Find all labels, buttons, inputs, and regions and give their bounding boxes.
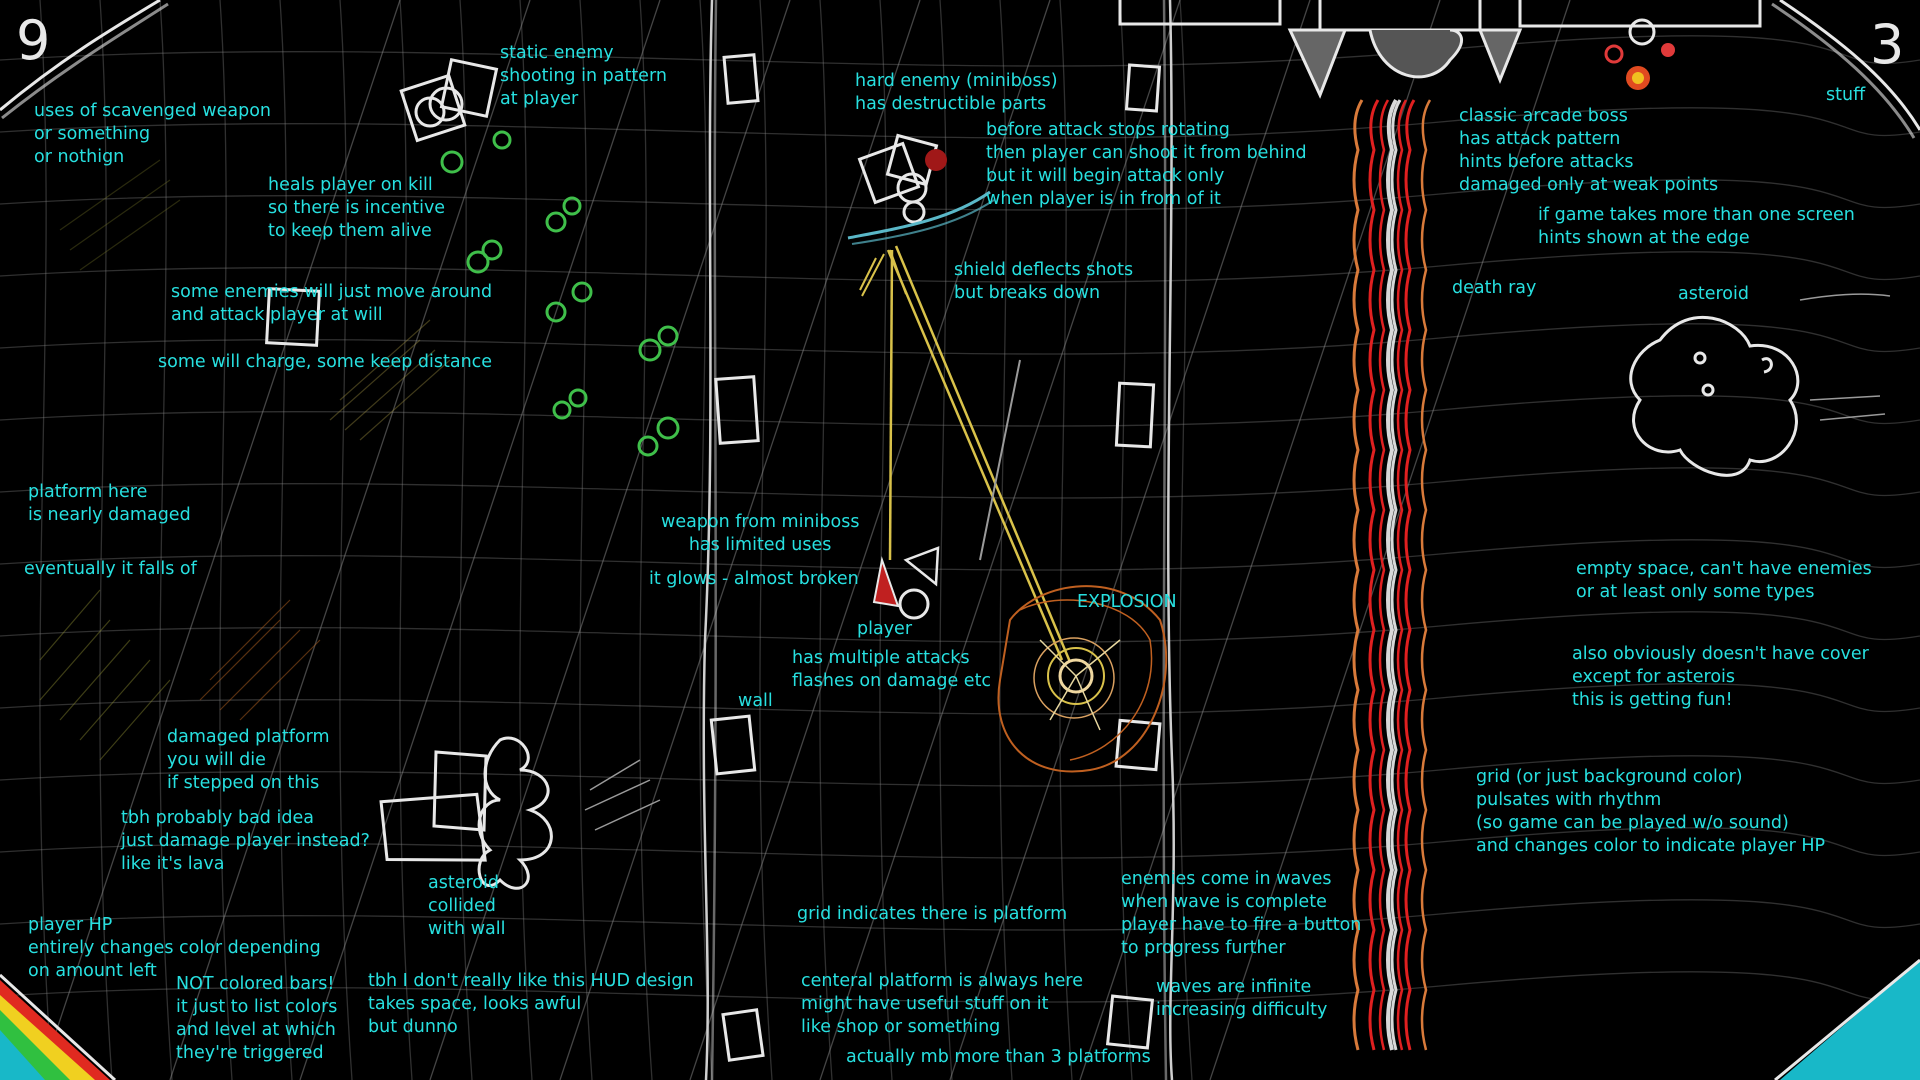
note-glows: it glows - almost broken — [649, 568, 859, 591]
death-ray-icon — [1354, 100, 1430, 1050]
note-damaged-platform: damaged platform you will die if stepped… — [167, 726, 330, 795]
note-scavenged-weapon: uses of scavenged weapon or something or… — [34, 100, 271, 169]
grid-line-v — [520, 0, 532, 1080]
note-waves: enemies come in waves when wave is compl… — [1121, 868, 1361, 960]
right-counter: 3 — [1870, 18, 1904, 72]
note-wall: wall — [738, 690, 773, 713]
green-enemy-icon — [494, 132, 510, 148]
death-ray-strand — [1370, 100, 1378, 1050]
note-hud-design: tbh I don't really like this HUD design … — [368, 970, 694, 1039]
note-shield: shield deflects shots but breaks down — [954, 259, 1133, 305]
left-counter: 9 — [16, 14, 50, 68]
note-no-cover: also obviously doesn't have cover except… — [1572, 643, 1869, 712]
note-enemies-move: some enemies will just move around and a… — [171, 281, 492, 327]
green-enemy-icon — [659, 327, 677, 345]
wall-icon — [724, 55, 758, 103]
death-ray-strand — [1422, 100, 1430, 1050]
grid-line-h — [0, 612, 1920, 642]
grid-line-v — [400, 0, 412, 1080]
note-charge-distance: some will charge, some keep distance — [158, 351, 492, 374]
damaged-area-scribbles — [40, 160, 450, 760]
wall-icon — [711, 716, 754, 774]
note-empty-space: empty space, can't have enemies or at le… — [1576, 558, 1872, 604]
note-grid-platform: grid indicates there is platform — [797, 903, 1067, 926]
note-central-platform: centeral platform is always here might h… — [801, 970, 1083, 1039]
grid-line-v — [580, 0, 592, 1080]
note-not-bars: NOT colored bars! it just to list colors… — [176, 973, 337, 1065]
note-static-enemy: static enemy shooting in pattern at play… — [500, 42, 667, 111]
wall-icon — [1116, 383, 1153, 447]
grid-line-h — [0, 468, 1920, 498]
note-edge-hints: if game takes more than one screen hints… — [1538, 204, 1855, 250]
note-more-platforms: actually mb more than 3 platforms — [846, 1046, 1151, 1069]
note-player: player — [857, 618, 912, 641]
grid-line-h — [0, 324, 1920, 354]
note-boss: classic arcade boss has attack pattern h… — [1459, 105, 1718, 197]
note-asteroid: asteroid — [1678, 283, 1749, 306]
note-attack-rotation: before attack stops rotating then player… — [986, 119, 1307, 211]
wall-icon — [716, 377, 758, 443]
green-enemy-icon — [658, 418, 678, 438]
note-multiple-attacks: has multiple attacks flashes on damage e… — [792, 647, 991, 693]
note-weapon-miniboss: weapon from miniboss has limited uses — [661, 511, 859, 557]
green-enemy-icon — [640, 340, 660, 360]
note-bad-idea: tbh probably bad idea just damage player… — [121, 807, 370, 876]
static-enemy-icon — [401, 60, 496, 141]
wall-icon — [1127, 65, 1160, 111]
note-miniboss: hard enemy (miniboss) has destructible p… — [855, 70, 1058, 116]
grid-line-v — [640, 0, 652, 1080]
asteroid-right-icon — [1631, 294, 1890, 475]
note-grid-pulse: grid (or just background color) pulsates… — [1476, 766, 1825, 858]
note-stuff: stuff — [1826, 84, 1865, 107]
death-ray-strand — [1406, 100, 1414, 1050]
note-infinite: waves are infinite increasing difficulty — [1156, 976, 1327, 1022]
green-enemy-icon — [573, 283, 591, 301]
wall-icon — [723, 1010, 763, 1060]
green-enemy-icon — [483, 241, 501, 259]
note-death-ray: death ray — [1452, 277, 1536, 300]
boss-weak-points — [1606, 43, 1675, 90]
green-enemy-icon — [547, 213, 565, 231]
note-explosion: EXPLOSION — [1077, 591, 1177, 614]
wall-icon — [1116, 720, 1160, 769]
note-platform-damaged: platform here is nearly damaged — [28, 481, 191, 527]
green-enemy-icon — [442, 152, 462, 172]
player-icon — [874, 548, 938, 618]
note-asteroid-collided: asteroid collided with wall — [428, 872, 505, 941]
note-falls-off: eventually it falls of — [24, 558, 197, 581]
note-heals-player: heals player on kill so there is incenti… — [268, 174, 445, 243]
